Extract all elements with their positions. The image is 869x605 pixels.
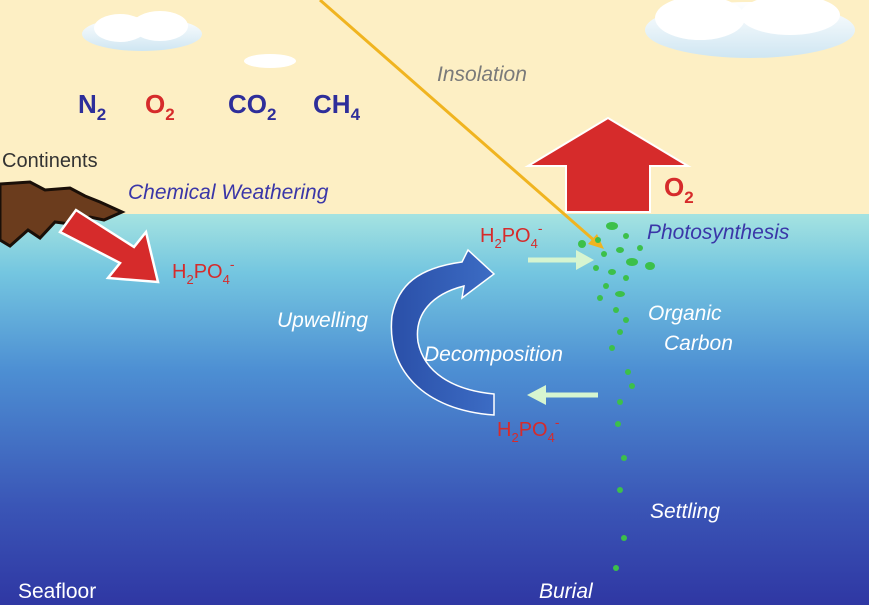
- particle: [621, 535, 627, 541]
- particle: [613, 307, 619, 313]
- particle: [615, 291, 625, 297]
- phosphate-release-arrow: [527, 385, 598, 405]
- particle: [617, 399, 623, 405]
- continent-landmass: [0, 180, 126, 248]
- particle: [623, 275, 629, 281]
- particle: [617, 329, 623, 335]
- particle: [626, 258, 638, 266]
- particle: [637, 245, 643, 251]
- burial-label: Burial: [539, 580, 594, 603]
- cloud-small: [244, 54, 296, 68]
- organic-carbon-label-line1: Organic: [648, 302, 722, 325]
- particle: [629, 383, 635, 389]
- phosphate-surface-label: H2PO4-: [480, 220, 543, 251]
- phosphate-deep-label: H2PO4-: [497, 414, 560, 445]
- photosynthesis-label: Photosynthesis: [647, 221, 790, 244]
- phosphate-uptake-arrow: [528, 250, 594, 270]
- gas-co2: CO2: [228, 89, 276, 124]
- gas-n2: N2: [78, 89, 106, 124]
- chemical-weathering-label: Chemical Weathering: [128, 181, 329, 204]
- cloud-right: [645, 0, 855, 58]
- particle: [625, 369, 631, 375]
- particle: [623, 233, 629, 239]
- gas-o2: O2: [145, 89, 175, 124]
- continents-label: Continents: [2, 150, 98, 172]
- organic-carbon-particles: [578, 222, 655, 571]
- particle: [645, 262, 655, 270]
- particle: [595, 237, 601, 243]
- particle: [615, 421, 621, 427]
- cloud-left: [82, 11, 202, 51]
- o2-flux-label: O2: [664, 172, 694, 207]
- particle: [578, 240, 586, 248]
- seafloor-label: Seafloor: [18, 580, 96, 603]
- decomposition-label: Decomposition: [424, 343, 563, 366]
- particle: [609, 345, 615, 351]
- particle: [616, 247, 624, 253]
- particle: [593, 265, 599, 271]
- particle: [603, 283, 609, 289]
- weathering-arrow: [58, 208, 160, 284]
- particle: [597, 295, 603, 301]
- organic-carbon-label-line2: Carbon: [664, 332, 733, 355]
- upwelling-arrow: [390, 248, 496, 416]
- insolation-label: Insolation: [437, 63, 527, 86]
- particle: [621, 455, 627, 461]
- o2-flux-arrow: [524, 116, 692, 213]
- particle: [617, 487, 623, 493]
- particle: [608, 269, 616, 275]
- particle: [623, 317, 629, 323]
- phosphate-river-label: H2PO4-: [172, 256, 235, 287]
- upwelling-label: Upwelling: [277, 309, 368, 332]
- particle: [601, 251, 607, 257]
- gas-ch4: CH4: [313, 89, 361, 124]
- particle: [613, 565, 619, 571]
- particle: [606, 222, 618, 230]
- settling-label: Settling: [650, 500, 720, 523]
